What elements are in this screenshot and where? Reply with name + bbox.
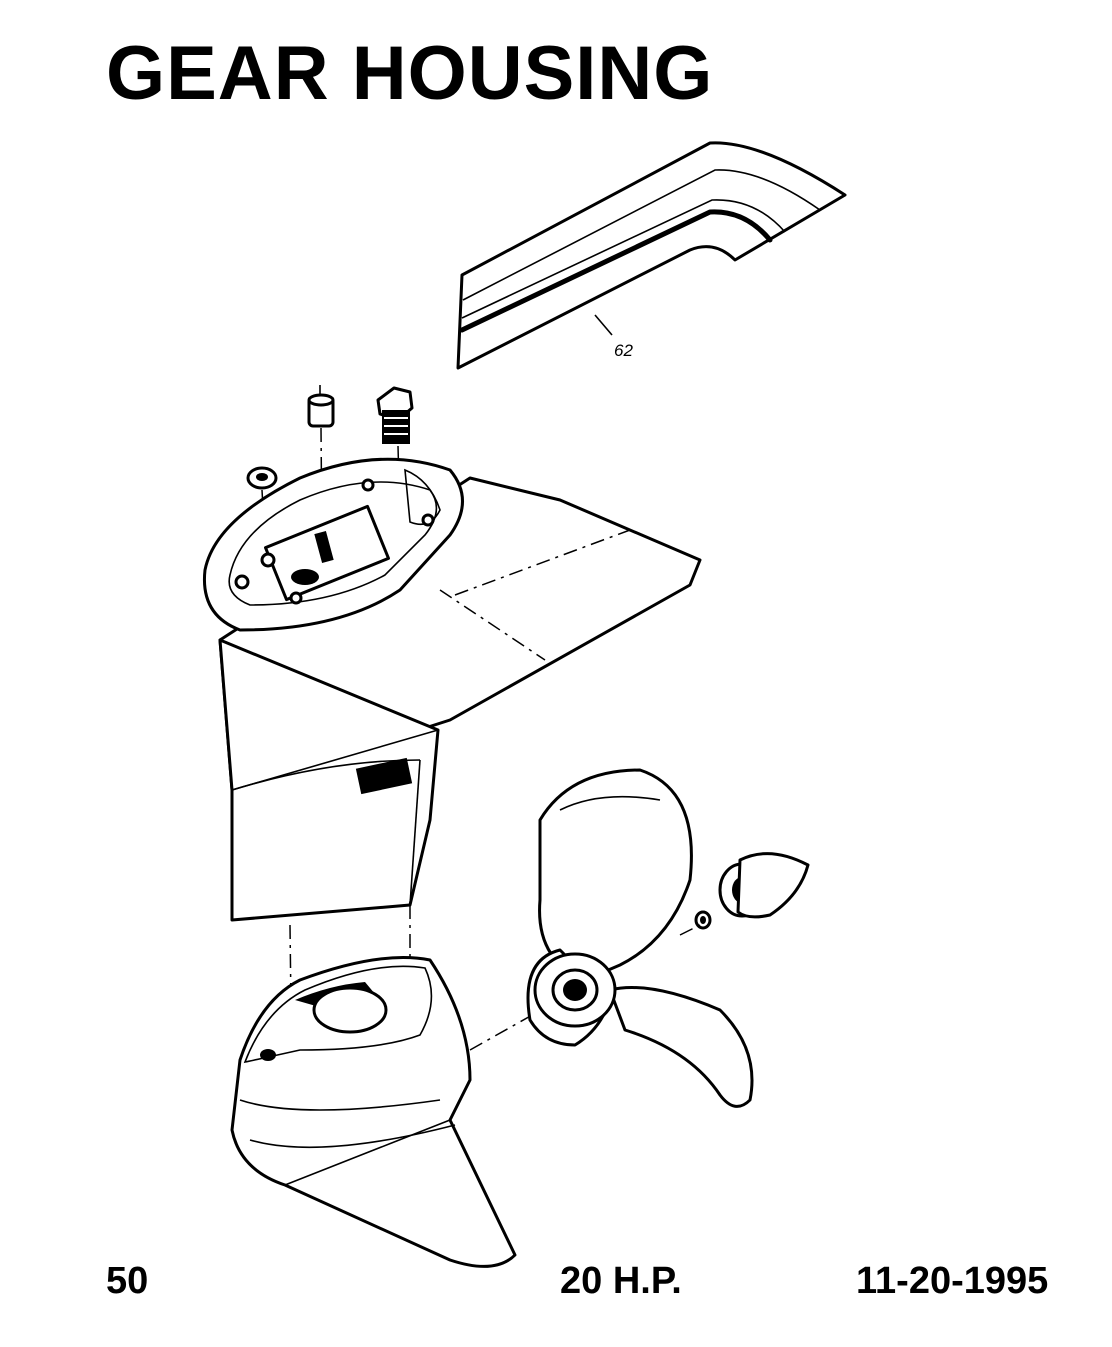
lower-gear-housing (230, 956, 551, 1268)
bushing-part (246, 466, 278, 563)
propeller (526, 768, 754, 1108)
model-label: 20 H.P. (560, 1260, 682, 1302)
fitting-plug-part (376, 386, 414, 521)
trim-strip-part-62: 62 (456, 141, 847, 370)
page-title: GEAR HOUSING (106, 31, 714, 116)
page-number: 50 (106, 1260, 149, 1302)
date-label: 11-20-1995 (856, 1260, 1049, 1302)
callout-62: 62 (614, 341, 633, 360)
upper-gear-housing (202, 457, 702, 1091)
prop-nut-parts (679, 852, 810, 936)
